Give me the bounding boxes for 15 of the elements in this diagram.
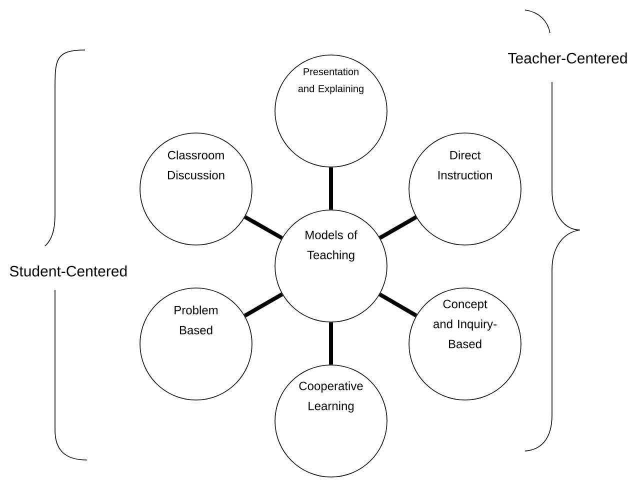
connector-line [244, 215, 283, 240]
circle-node: Classroom Discussion [140, 132, 252, 246]
circle-node: Cooperative Learning [274, 364, 388, 478]
circle-node: Direct Instruction [408, 132, 522, 246]
circle-node: Concept and Inquiry-Based [408, 288, 522, 400]
category-label: Teacher-Centered [508, 52, 627, 64]
circle-node: Problem Based [140, 288, 252, 400]
connector-line [329, 322, 333, 365]
connector-line [378, 292, 418, 318]
circle-node: Presentation and Explaining [274, 54, 388, 168]
connector-line [244, 292, 284, 318]
connector-line [329, 167, 333, 210]
category-label: Student-Centered [10, 266, 127, 276]
connector-line [378, 215, 418, 240]
circle-node: Models of Teaching [274, 210, 388, 322]
